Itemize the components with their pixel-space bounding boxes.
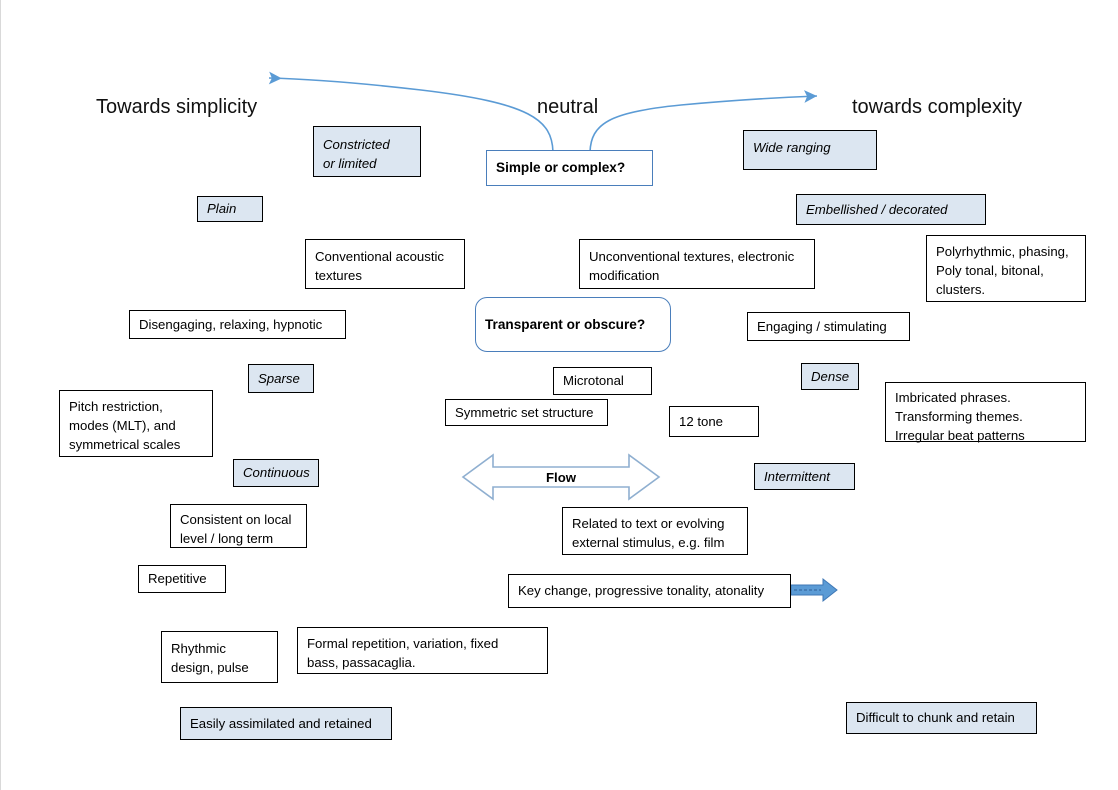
node-continuous[interactable]: Continuous [233, 459, 319, 487]
node-symmetric-set-structure[interactable]: Symmetric set structure [445, 399, 608, 426]
node-key-change[interactable]: Key change, progressive tonality, atonal… [508, 574, 791, 608]
node-disengaging-relaxing-hypnotic[interactable]: Disengaging, relaxing, hypnotic [129, 310, 346, 339]
key-change-arrow [790, 577, 838, 603]
node-12-tone[interactable]: 12 tone [669, 406, 759, 437]
node-microtonal[interactable]: Microtonal [553, 367, 652, 395]
node-repetitive[interactable]: Repetitive [138, 565, 226, 593]
node-constricted-or-limited[interactable]: Constricted or limited [313, 126, 421, 177]
node-formal-repetition[interactable]: Formal repetition, variation, fixed bass… [297, 627, 548, 674]
node-sparse[interactable]: Sparse [248, 364, 314, 393]
question-simple-or-complex[interactable]: Simple or complex? [486, 150, 653, 186]
flow-label: Flow [545, 469, 577, 485]
node-related-to-text[interactable]: Related to text or evolving external sti… [562, 507, 748, 555]
node-polyrhythmic-phasing[interactable]: Polyrhythmic, phasing, Poly tonal, biton… [926, 235, 1086, 302]
question-simple-or-complex-label: Simple or complex? [496, 160, 626, 176]
node-wide-ranging[interactable]: Wide ranging [743, 130, 877, 170]
question-transparent-or-obscure[interactable]: Transparent or obscure? [475, 297, 671, 352]
node-difficult-to-chunk[interactable]: Difficult to chunk and retain [846, 702, 1037, 734]
node-engaging-stimulating[interactable]: Engaging / stimulating [747, 312, 910, 341]
node-unconventional-textures[interactable]: Unconventional textures, electronic modi… [579, 239, 815, 289]
heading-towards-complexity: towards complexity [852, 96, 1023, 118]
node-pitch-restriction[interactable]: Pitch restriction, modes (MLT), and symm… [59, 390, 213, 457]
node-easily-assimilated[interactable]: Easily assimilated and retained [180, 707, 392, 740]
heading-neutral: neutral [537, 96, 599, 118]
node-plain[interactable]: Plain [197, 196, 263, 222]
node-embellished-decorated[interactable]: Embellished / decorated [796, 194, 986, 225]
heading-towards-simplicity: Towards simplicity [96, 96, 258, 118]
node-rhythmic-design-pulse[interactable]: Rhythmic design, pulse [161, 631, 278, 683]
node-conventional-acoustic-textures[interactable]: Conventional acoustic textures [305, 239, 465, 289]
question-transparent-or-obscure-label: Transparent or obscure? [485, 316, 646, 332]
node-consistent-on-local-level[interactable]: Consistent on local level / long term [170, 504, 307, 548]
node-imbricated-phrases[interactable]: Imbricated phrases. Transforming themes.… [885, 382, 1086, 443]
node-dense[interactable]: Dense [801, 363, 859, 390]
node-intermittent[interactable]: Intermittent [754, 463, 855, 490]
